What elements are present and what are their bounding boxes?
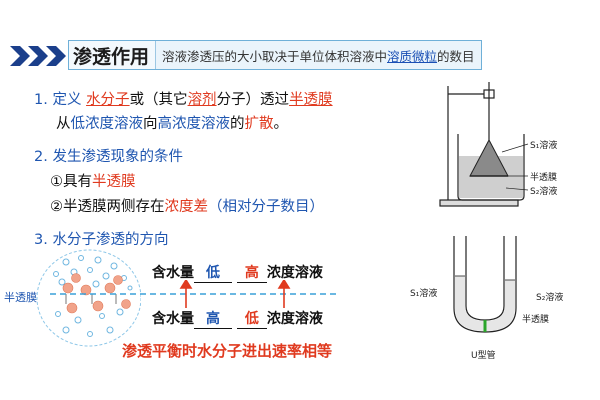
equation-bottom: 含水量高 低浓度溶液 bbox=[152, 308, 323, 329]
header-subtitle: 溶液渗透压的大小取决于单位体积溶液中溶质微粒的数目 bbox=[155, 41, 481, 69]
conditions-heading: 2. 发生渗透现象的条件 bbox=[34, 149, 183, 165]
molecule-diagram bbox=[36, 249, 141, 347]
figure2-membrane-label: 半透膜 bbox=[522, 315, 550, 325]
figure1-s2-label: S₂溶液 bbox=[530, 187, 558, 197]
direction-heading: 3. 水分子渗透的方向 bbox=[34, 232, 169, 248]
membrane-label: 半透膜 bbox=[4, 291, 37, 304]
figure2-s2-label: S₂溶液 bbox=[536, 293, 564, 303]
definition-line-1: 1. 定义 水分子或（其它溶剂分子）透过半透膜 bbox=[34, 92, 333, 108]
equilibrium-conclusion: 渗透平衡时水分子进出速率相等 bbox=[122, 342, 333, 360]
page-title: 渗透作用 bbox=[73, 45, 150, 68]
figure2-s1-label: S₁溶液 bbox=[410, 289, 438, 299]
definition-line-2: 从低浓度溶液向高浓度溶液的扩散。 bbox=[56, 116, 288, 132]
up-arrows-icon bbox=[179, 280, 291, 308]
figure1-membrane-label: 半透膜 bbox=[530, 173, 558, 183]
chevron-arrows-icon bbox=[10, 46, 66, 66]
header-bar: 渗透作用 溶液渗透压的大小取决于单位体积溶液中溶质微粒的数目 bbox=[68, 40, 482, 70]
condition-1: ①具有半透膜 bbox=[50, 174, 136, 190]
figure2-tube-label: U型管 bbox=[471, 351, 496, 361]
equation-top: 含水量低 高浓度溶液 bbox=[152, 262, 323, 283]
beaker-apparatus-figure bbox=[439, 82, 529, 207]
condition-2: ②半透膜两侧存在浓度差（相对分子数目） bbox=[50, 199, 324, 215]
membrane-dashed-line bbox=[50, 293, 340, 295]
u-tube-figure bbox=[453, 236, 517, 333]
figure1-s1-label: S₁溶液 bbox=[530, 141, 558, 151]
